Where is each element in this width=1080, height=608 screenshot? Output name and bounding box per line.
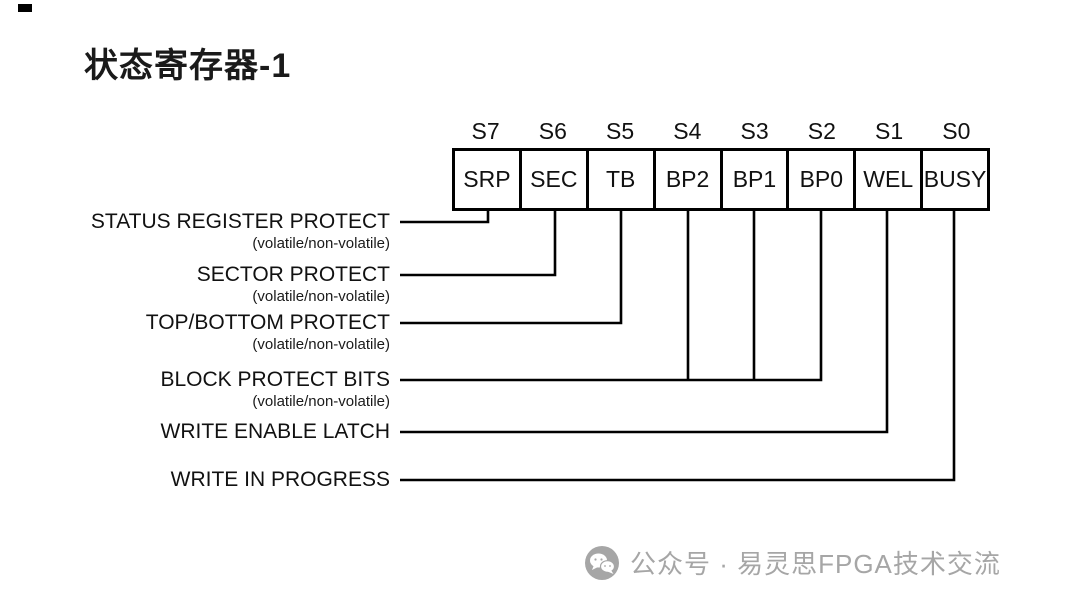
bit-field-row: SRP SEC TB BP2 BP1 BP0 WEL BUSY	[452, 148, 990, 211]
annotation-write-in-progress: WRITE IN PROGRESS	[171, 468, 390, 492]
annotation-label: WRITE ENABLE LATCH	[160, 420, 390, 443]
connector-tb	[400, 211, 623, 325]
annotation-write-enable-latch: WRITE ENABLE LATCH	[161, 420, 390, 444]
bit-position-s2: S2	[807, 118, 836, 144]
bit-position-s0: S0	[942, 118, 971, 144]
annotation-label: BLOCK PROTECT BITS	[160, 368, 391, 391]
annotation-top-bottom-protect: TOP/BOTTOM PROTECT (volatile/non-volatil…	[146, 311, 390, 355]
annotation-sublabel: (volatile/non-volatile)	[252, 235, 390, 252]
connector-bp0	[400, 211, 823, 382]
bit-field-busy: BUSY	[920, 151, 987, 208]
bit-field-wel: WEL	[853, 151, 920, 208]
connector-srp	[400, 211, 490, 224]
connector-sec	[400, 211, 557, 277]
bit-position-s7: S7	[471, 118, 500, 144]
annotation-label: TOP/BOTTOM PROTECT	[145, 311, 390, 334]
annotation-block-protect-bits: BLOCK PROTECT BITS (volatile/non-volatil…	[161, 368, 391, 412]
bit-position-s1: S1	[875, 118, 904, 144]
bit-position-row: S7 S6 S5 S4 S3 S2 S1 S0	[452, 116, 990, 148]
status-register: S7 S6 S5 S4 S3 S2 S1 S0 SRP SEC TB BP2 B…	[452, 116, 990, 211]
bit-field-bp0: BP0	[786, 151, 853, 208]
bit-field-srp: SRP	[463, 166, 511, 192]
bit-position-s3: S3	[740, 118, 769, 144]
annotation-label: WRITE IN PROGRESS	[170, 468, 390, 491]
watermark-text: 公众号 · 易灵思FPGA技术交流	[630, 549, 1001, 579]
bit-field-bp2: BP2	[652, 151, 720, 208]
watermark: 公众号 · 易灵思FPGA技术交流	[584, 544, 1001, 581]
bit-position-s6: S6	[538, 118, 567, 144]
annotation-sector-protect: SECTOR PROTECT (volatile/non-volatile)	[197, 263, 390, 307]
annotation-sublabel: (volatile/non-volatile)	[252, 393, 390, 410]
bit-field-tb: TB	[585, 151, 653, 208]
annotation-label: SECTOR PROTECT	[196, 263, 390, 286]
annotation-sublabel: (volatile/non-volatile)	[252, 336, 390, 353]
annotation-sublabel: (volatile/non-volatile)	[252, 288, 390, 305]
connector-busy	[400, 211, 956, 482]
page-title: 状态寄存器-1	[84, 47, 292, 85]
bit-position-s5: S5	[606, 118, 635, 144]
bit-position-s4: S4	[673, 118, 702, 144]
bit-field-bp1: BP1	[719, 151, 787, 208]
annotation-label: STATUS REGISTER PROTECT	[90, 210, 390, 233]
corner-mark	[18, 4, 32, 12]
bit-field-sec: SEC	[518, 151, 586, 208]
annotation-status-register-protect: STATUS REGISTER PROTECT (volatile/non-vo…	[91, 210, 390, 254]
wechat-icon	[585, 545, 619, 580]
connector-wel	[400, 211, 889, 434]
